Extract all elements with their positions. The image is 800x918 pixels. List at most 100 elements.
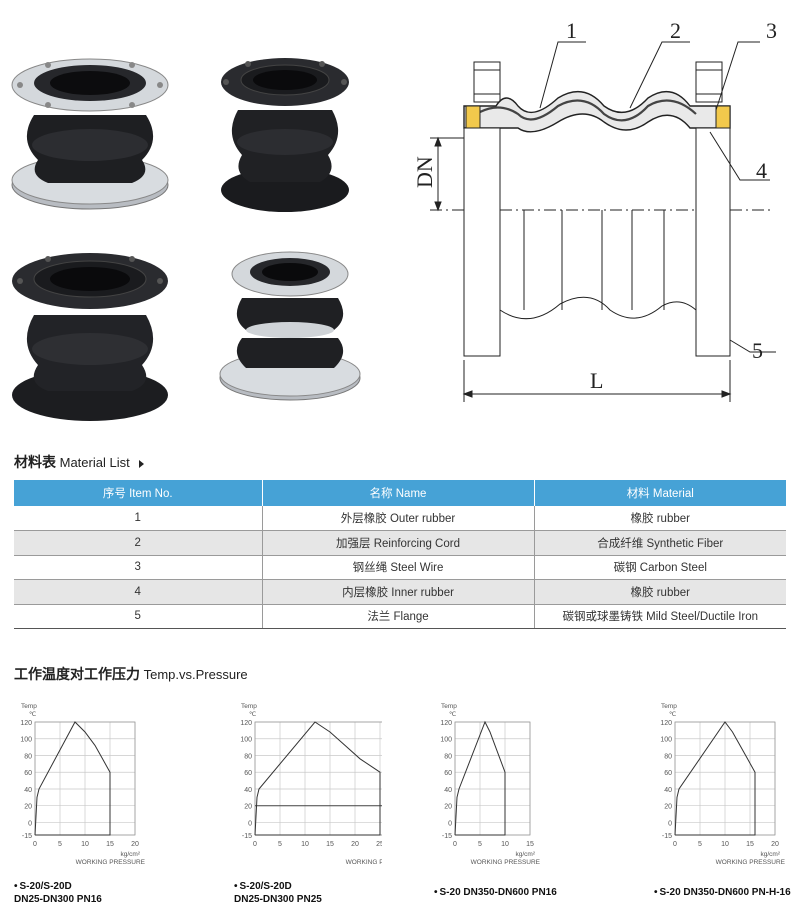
chart-caption-line: DN25-DN300 PN16 bbox=[14, 894, 102, 905]
table-row: 4 内层橡胶 Inner rubber 橡胶 rubber bbox=[14, 579, 786, 605]
series-line bbox=[674, 721, 756, 836]
y-tick-label: 60 bbox=[444, 770, 452, 777]
dimension-l: L bbox=[590, 368, 603, 393]
y-tick-label: 80 bbox=[244, 753, 252, 760]
header-name: 名称 Name bbox=[262, 480, 535, 506]
y-tick-label: 20 bbox=[24, 804, 32, 811]
photo-steel-flange-joint-1 bbox=[11, 58, 169, 210]
x-tick-label: 5 bbox=[58, 841, 62, 848]
y-tick-label: 60 bbox=[24, 770, 32, 777]
series-line bbox=[454, 720, 506, 836]
y-tick-label: 100 bbox=[660, 737, 672, 744]
series-line bbox=[254, 721, 381, 836]
y-tick-label: 40 bbox=[444, 787, 452, 794]
callout-3: 3 bbox=[766, 18, 777, 43]
y-axis-label: Temp bbox=[241, 703, 257, 710]
y-tick-label: 20 bbox=[244, 804, 252, 811]
y-axis-unit: ℃ bbox=[249, 711, 257, 718]
chart-caption-line: •S-20 DN350-DN600 PN-H-16 bbox=[654, 887, 791, 898]
material-list-title: 材料表 Material List bbox=[14, 452, 145, 472]
callout-1: 1 bbox=[566, 18, 577, 43]
y-tick-label: -15 bbox=[22, 833, 32, 840]
triangle-right-icon bbox=[139, 459, 145, 468]
chart-caption: •S-20 DN350-DN600 PN-H-16 bbox=[654, 886, 791, 899]
x-tick-label: 0 bbox=[673, 841, 677, 848]
x-tick-label: 10 bbox=[501, 841, 509, 848]
y-tick-label: 0 bbox=[248, 820, 252, 827]
chart-caption: •S-20/S-20D DN25-DN300 PN25 bbox=[234, 880, 322, 906]
y-tick-label: 20 bbox=[664, 804, 672, 811]
chart-caption-line: •S-20/S-20D bbox=[234, 881, 292, 892]
x-axis-label: WORKING PRESSURE bbox=[76, 859, 146, 866]
y-axis-unit: ℃ bbox=[669, 711, 677, 718]
y-tick-label: 80 bbox=[24, 753, 32, 760]
y-axis-label: Temp bbox=[21, 703, 37, 710]
chart-caption-line: •S-20/S-20D bbox=[14, 881, 72, 892]
x-tick-label: 20 bbox=[771, 841, 779, 848]
y-tick-label: 40 bbox=[664, 787, 672, 794]
bullet-icon: • bbox=[14, 881, 18, 892]
table-row: 1 外层橡胶 Outer rubber 橡胶 rubber bbox=[14, 506, 786, 531]
y-tick-label: 60 bbox=[664, 770, 672, 777]
y-axis-label: Temp bbox=[441, 703, 457, 710]
y-tick-label: 40 bbox=[244, 787, 252, 794]
y-tick-label: 100 bbox=[20, 737, 32, 744]
x-tick-label: 20 bbox=[351, 841, 359, 848]
y-tick-label: 120 bbox=[440, 720, 452, 727]
callout-2: 2 bbox=[670, 18, 681, 43]
y-tick-label: 40 bbox=[24, 787, 32, 794]
y-tick-label: 120 bbox=[240, 720, 252, 727]
bullet-icon: • bbox=[234, 881, 238, 892]
y-axis-unit: ℃ bbox=[449, 711, 457, 718]
x-tick-label: 0 bbox=[33, 841, 37, 848]
y-tick-label: 100 bbox=[440, 737, 452, 744]
x-tick-label: 5 bbox=[278, 841, 282, 848]
y-tick-label: 60 bbox=[244, 770, 252, 777]
x-axis-unit: kg/cm² bbox=[516, 851, 536, 858]
x-axis-label: WORKING PRESSURE bbox=[471, 859, 541, 866]
table-row: 3 钢丝绳 Steel Wire 碳钢 Carbon Steel bbox=[14, 555, 786, 580]
y-tick-label: -15 bbox=[662, 833, 672, 840]
y-tick-label: -15 bbox=[442, 833, 452, 840]
y-tick-label: 20 bbox=[444, 804, 452, 811]
x-tick-label: 15 bbox=[326, 841, 334, 848]
photo-black-flange-joint-2 bbox=[12, 253, 168, 421]
y-tick-label: 80 bbox=[664, 753, 672, 760]
chart-caption: •S-20/S-20D DN25-DN300 PN16 bbox=[14, 880, 102, 906]
photo-black-flange-joint-1 bbox=[221, 58, 349, 212]
x-tick-label: 0 bbox=[253, 841, 257, 848]
x-tick-label: 15 bbox=[526, 841, 534, 848]
x-axis-unit: kg/cm² bbox=[121, 851, 141, 858]
material-table: 序号 Item No. 名称 Name 材料 Material 1 外层橡胶 O… bbox=[14, 480, 786, 629]
x-axis-label: WORKING PRESSURE bbox=[346, 859, 382, 866]
y-tick-label: 0 bbox=[448, 820, 452, 827]
x-tick-label: 25 bbox=[376, 841, 382, 848]
y-tick-label: 100 bbox=[240, 737, 252, 744]
photo-steel-flange-joint-2 bbox=[219, 251, 361, 401]
x-tick-label: 5 bbox=[698, 841, 702, 848]
header-material: 材料 Material bbox=[534, 480, 786, 506]
chart-caption: •S-20 DN350-DN600 PN16 bbox=[434, 886, 557, 899]
y-axis-label: Temp bbox=[661, 703, 677, 710]
y-tick-label: 120 bbox=[660, 720, 672, 727]
temp-pressure-title: 工作温度对工作压力 Temp.vs.Pressure bbox=[14, 666, 248, 682]
chart-caption-line: •S-20 DN350-DN600 PN16 bbox=[434, 887, 557, 898]
x-tick-label: 15 bbox=[106, 841, 114, 848]
dimension-dn: DN bbox=[412, 156, 437, 188]
y-tick-label: -15 bbox=[242, 833, 252, 840]
y-tick-label: 0 bbox=[668, 820, 672, 827]
chart-caption-line: DN25-DN300 PN25 bbox=[234, 894, 322, 905]
x-tick-label: 10 bbox=[81, 841, 89, 848]
series-line bbox=[34, 721, 111, 836]
table-row: 5 法兰 Flange 碳钢或球墨铸铁 Mild Steel/Ductile I… bbox=[14, 604, 786, 629]
callout-5: 5 bbox=[752, 338, 763, 363]
x-axis-unit: kg/cm² bbox=[761, 851, 781, 858]
bullet-icon: • bbox=[654, 887, 658, 898]
header-item-no: 序号 Item No. bbox=[14, 480, 263, 506]
table-header-row: 序号 Item No. 名称 Name 材料 Material bbox=[14, 480, 786, 506]
callout-4: 4 bbox=[756, 158, 767, 183]
